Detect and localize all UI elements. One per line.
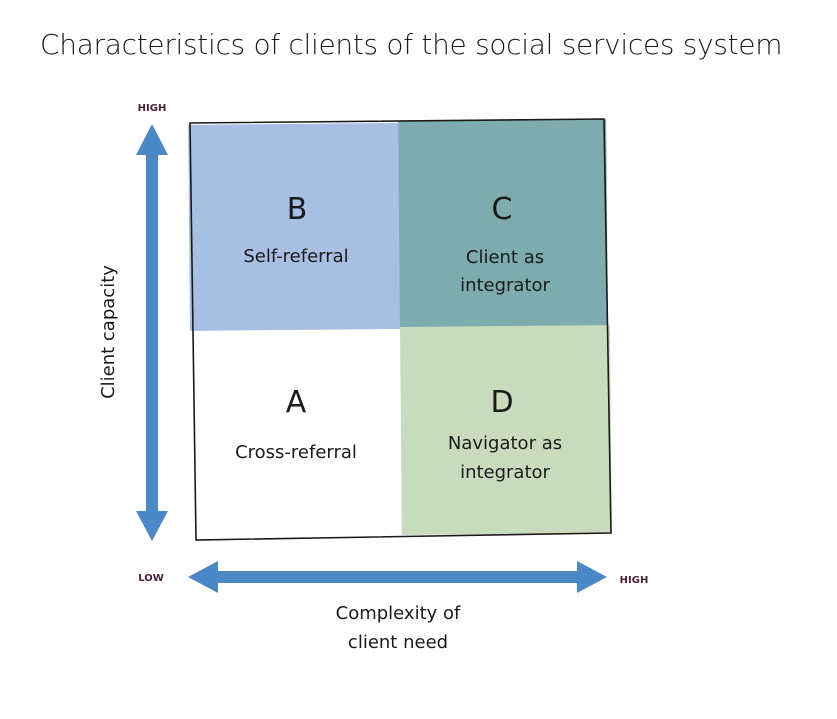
diagram-title: Characteristics of clients of the social… <box>40 28 783 61</box>
x-axis-title-line2: client need <box>348 632 448 653</box>
quadrant-d-label-line1: Navigator as <box>448 433 562 454</box>
quadrant-c-letter: C <box>492 192 513 227</box>
x-axis-title-line1: Complexity of <box>336 603 461 624</box>
quadrant-c-label-line2: integrator <box>460 275 550 296</box>
quadrant-grid <box>188 119 612 541</box>
quadrant-d-label-line2: integrator <box>460 462 550 483</box>
y-axis-title: Client capacity <box>98 265 119 399</box>
grid-border <box>189 118 612 541</box>
quadrant-a-label: Cross-referral <box>235 442 357 463</box>
vertical-double-arrow-icon <box>136 124 168 541</box>
quadrant-a <box>192 326 403 541</box>
x-axis-high-label: HIGH <box>620 575 649 586</box>
quadrant-c <box>398 119 608 330</box>
y-axis-high-label: HIGH <box>138 103 167 114</box>
x-axis-low-label: LOW <box>138 573 164 584</box>
quadrant-c-label-line1: Client as <box>466 247 544 268</box>
quadrant-b-label: Self-referral <box>243 246 348 267</box>
quadrant-b-letter: B <box>287 192 308 227</box>
quadrant-d <box>399 325 612 535</box>
quadrant-d-letter: D <box>490 385 513 420</box>
horizontal-double-arrow-icon <box>188 561 607 593</box>
quadrant-b <box>188 122 401 331</box>
quadrant-a-letter: A <box>286 385 307 420</box>
